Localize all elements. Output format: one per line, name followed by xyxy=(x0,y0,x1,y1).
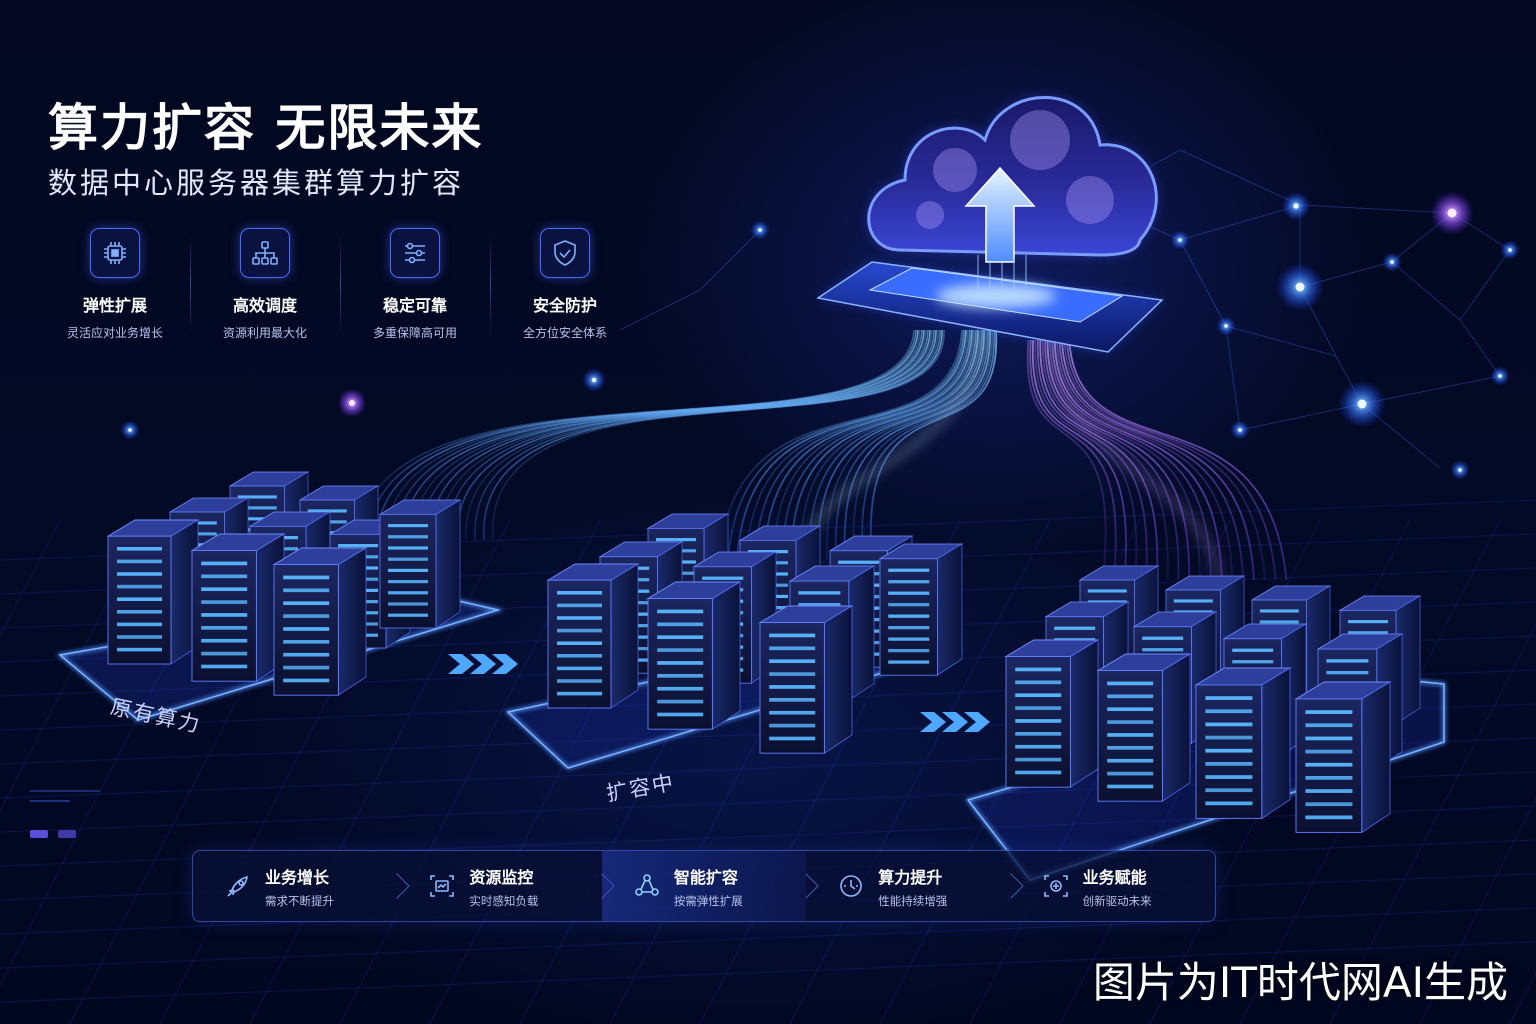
watermark-text: 图片为IT时代网AI生成 xyxy=(1092,958,1508,1007)
flow-desc: 性能持续增强 xyxy=(878,893,948,908)
flow-title: 业务赋能 xyxy=(1082,867,1147,887)
feature-title: 稳定可靠 xyxy=(382,296,447,315)
flow-step-computing-boost: 算力提升 性能持续增强 xyxy=(806,851,1024,921)
monitor-scan-icon xyxy=(425,869,459,903)
sliders-icon xyxy=(390,228,440,278)
feature-desc: 多重保障高可用 xyxy=(372,326,457,340)
flow-title: 业务增长 xyxy=(265,867,330,887)
shield-check-icon xyxy=(540,228,590,278)
arrows-original-to-expanding xyxy=(448,654,518,674)
flow-title: 算力提升 xyxy=(878,867,943,887)
nodes-icon xyxy=(630,869,664,903)
network-hierarchy-icon xyxy=(240,228,290,278)
flow-desc: 按需弹性扩展 xyxy=(673,893,743,908)
page-subtitle: 数据中心服务器集群算力扩容 xyxy=(48,166,465,200)
cloud-upload-graphic xyxy=(867,96,1158,296)
flow-desc: 实时感知负载 xyxy=(469,893,539,908)
feature-stable-reliable: 稳定可靠 多重保障高可用 xyxy=(340,228,490,341)
feature-title: 安全防护 xyxy=(532,296,597,315)
flow-desc: 创新驱动未来 xyxy=(1082,893,1152,908)
flow-step-resource-monitoring: 资源监控 实时感知负载 xyxy=(397,851,615,921)
flow-step-smart-scaling: 智能扩容 按需弹性扩展 xyxy=(601,851,819,921)
flow-title: 智能扩容 xyxy=(673,867,738,887)
feature-desc: 灵活应对业务增长 xyxy=(66,326,163,340)
rocket-icon xyxy=(221,869,255,903)
feature-list: 弹性扩展 灵活应对业务增长 高效调度 资源利用最大化 稳定可靠 xyxy=(40,228,640,341)
feature-elastic-scaling: 弹性扩展 灵活应对业务增长 xyxy=(40,228,190,341)
feature-desc: 全方位安全体系 xyxy=(522,326,607,340)
arrows-expanding-to-expanded xyxy=(920,712,990,732)
cloud-pad xyxy=(816,261,1164,353)
flow-title: 资源监控 xyxy=(469,867,534,887)
page-title: 算力扩容 无限未来 xyxy=(48,99,484,157)
chip-icon xyxy=(90,228,140,278)
feature-security: 安全防护 全方位安全体系 xyxy=(490,228,640,341)
empower-icon xyxy=(1039,869,1073,903)
performance-icon xyxy=(834,869,868,903)
flow-step-business-growth: 业务增长 需求不断提升 xyxy=(193,851,411,921)
feature-desc: 资源利用最大化 xyxy=(222,326,307,340)
feature-title: 弹性扩展 xyxy=(82,296,147,315)
feature-efficient-scheduling: 高效调度 资源利用最大化 xyxy=(190,228,340,341)
flow-desc: 需求不断提升 xyxy=(265,893,334,908)
circuit-decoration xyxy=(30,790,100,838)
flow-step-business-empowerment: 业务赋能 创新驱动未来 xyxy=(1011,851,1215,921)
process-flow-bar: 业务增长 需求不断提升 资源监控 实时感知负载 xyxy=(192,850,1216,922)
feature-title: 高效调度 xyxy=(232,296,297,315)
